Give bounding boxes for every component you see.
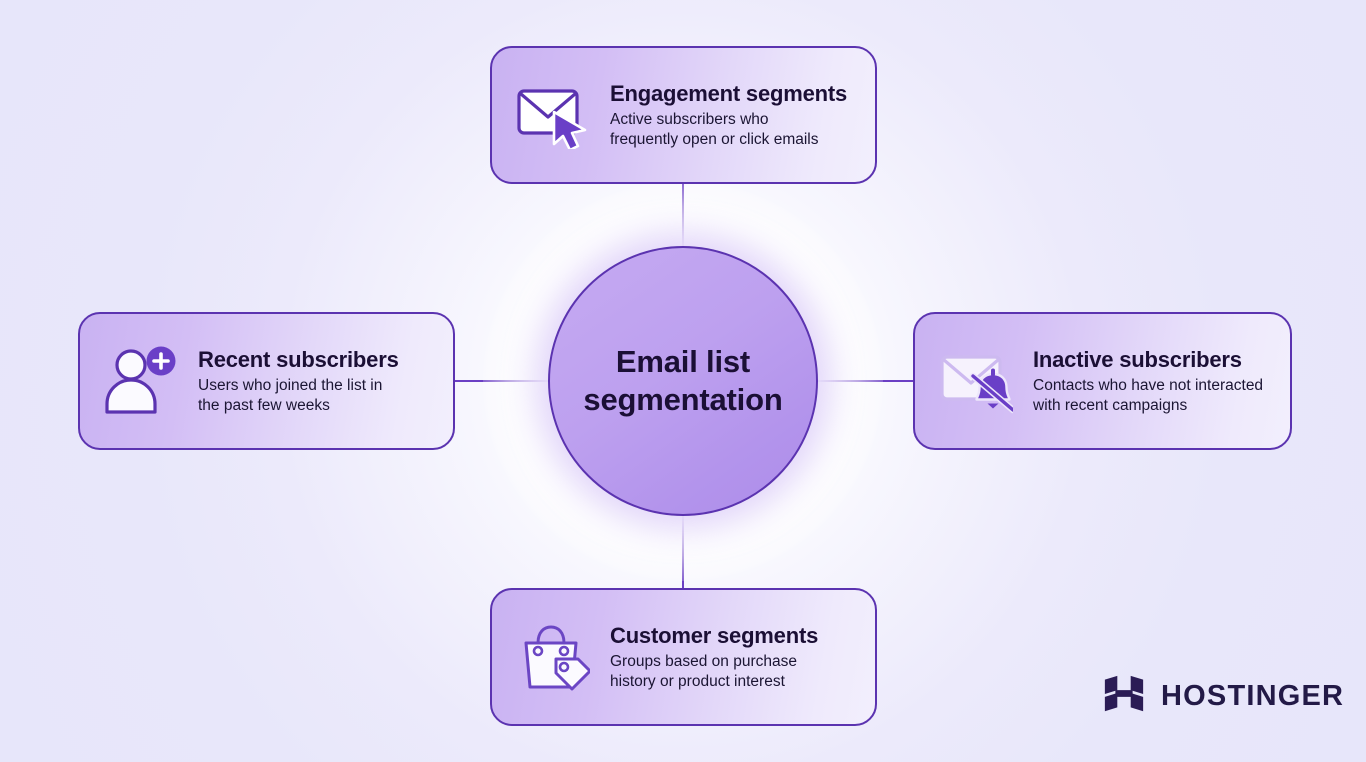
- node-card-inactive-subscribers[interactable]: Inactive subscribers Contacts who have n…: [913, 312, 1292, 450]
- node-card-recent-subscribers[interactable]: Recent subscribers Users who joined the …: [78, 312, 455, 450]
- card-text-block: Customer segments Groups based on purcha…: [610, 623, 855, 691]
- node-card-engagement-segments[interactable]: Engagement segments Active subscribers w…: [490, 46, 877, 184]
- card-description: Users who joined the list in the past fe…: [198, 376, 383, 414]
- card-title: Recent subscribers: [198, 346, 399, 372]
- brand-logo: HOSTINGER: [1102, 672, 1344, 721]
- connector-left: [455, 380, 550, 382]
- card-text-block: Engagement segments Active subscribers w…: [610, 81, 855, 149]
- center-node-title: Email list segmentation: [583, 344, 783, 417]
- node-card-customer-segments[interactable]: Customer segments Groups based on purcha…: [490, 588, 877, 726]
- shopping-bag-tag-icon: [514, 621, 592, 693]
- card-title: Engagement segments: [610, 80, 848, 106]
- card-description: Contacts who have not interacted with re…: [1033, 376, 1264, 414]
- connector-bottom: [682, 514, 684, 589]
- hostinger-h-icon: [1102, 672, 1146, 721]
- card-text-block: Inactive subscribers Contacts who have n…: [1033, 347, 1270, 415]
- connector-right: [816, 380, 914, 382]
- card-title: Customer segments: [610, 622, 819, 648]
- brand-wordmark: HOSTINGER: [1161, 680, 1345, 712]
- connector-top: [682, 184, 684, 248]
- card-title: Inactive subscribers: [1033, 346, 1242, 372]
- envelope-bell-slash-icon: [937, 345, 1015, 417]
- envelope-cursor-icon: [514, 79, 592, 151]
- center-node: Email list segmentation: [548, 246, 818, 516]
- card-description: Active subscribers who frequently open o…: [610, 110, 819, 148]
- card-description: Groups based on purchase history or prod…: [610, 652, 797, 690]
- user-plus-icon: [102, 345, 180, 417]
- card-text-block: Recent subscribers Users who joined the …: [198, 347, 433, 415]
